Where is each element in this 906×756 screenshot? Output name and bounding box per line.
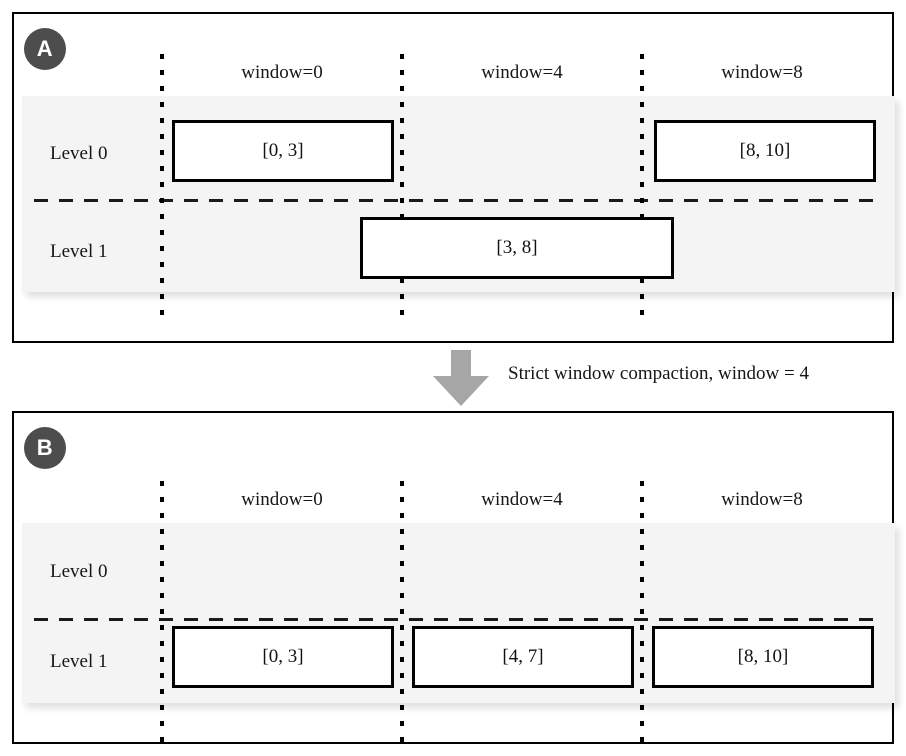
interval-box[interactable]: [0, 3]: [172, 626, 394, 688]
panel-a-window-header-1: window=4: [481, 62, 563, 83]
panel-a-level-label-1: Level 1: [50, 241, 108, 262]
down-arrow-icon: [433, 350, 489, 406]
panel-a-window-divider-0: [160, 54, 164, 326]
panel-b: B window=0 window=4 window=8 Level 0 Lev…: [12, 411, 895, 744]
panel-b-window-divider-0: [160, 481, 164, 743]
panel-b-badge: B: [24, 427, 66, 469]
interval-box[interactable]: [3, 8]: [360, 217, 674, 279]
panel-a-window-divider-1: [400, 54, 404, 326]
panel-a-window-divider-2: [640, 54, 644, 326]
interval-box[interactable]: [8, 10]: [652, 626, 874, 688]
panel-a-window-header-2: window=8: [721, 62, 803, 83]
panel-b-window-divider-2: [640, 481, 644, 743]
panel-b-level-label-0: Level 0: [50, 561, 108, 582]
transition-caption: Strict window compaction, window = 4: [508, 363, 809, 384]
panel-a-window-header-0: window=0: [241, 62, 323, 83]
panel-b-level-divider: [34, 618, 874, 621]
interval-box[interactable]: [8, 10]: [654, 120, 876, 182]
panel-a-level-label-0: Level 0: [50, 143, 108, 164]
panel-b-window-header-0: window=0: [241, 489, 323, 510]
panel-b-window-header-1: window=4: [481, 489, 563, 510]
interval-box[interactable]: [4, 7]: [412, 626, 634, 688]
panel-a-level-divider: [34, 199, 874, 202]
panel-b-level-label-1: Level 1: [50, 651, 108, 672]
panel-b-window-header-2: window=8: [721, 489, 803, 510]
interval-box[interactable]: [0, 3]: [172, 120, 394, 182]
panel-b-window-divider-1: [400, 481, 404, 743]
panel-a: A window=0 window=4 window=8 Level 0 Lev…: [12, 12, 895, 343]
panel-a-badge: A: [24, 28, 66, 70]
transition-row: Strict window compaction, window = 4: [12, 343, 894, 411]
